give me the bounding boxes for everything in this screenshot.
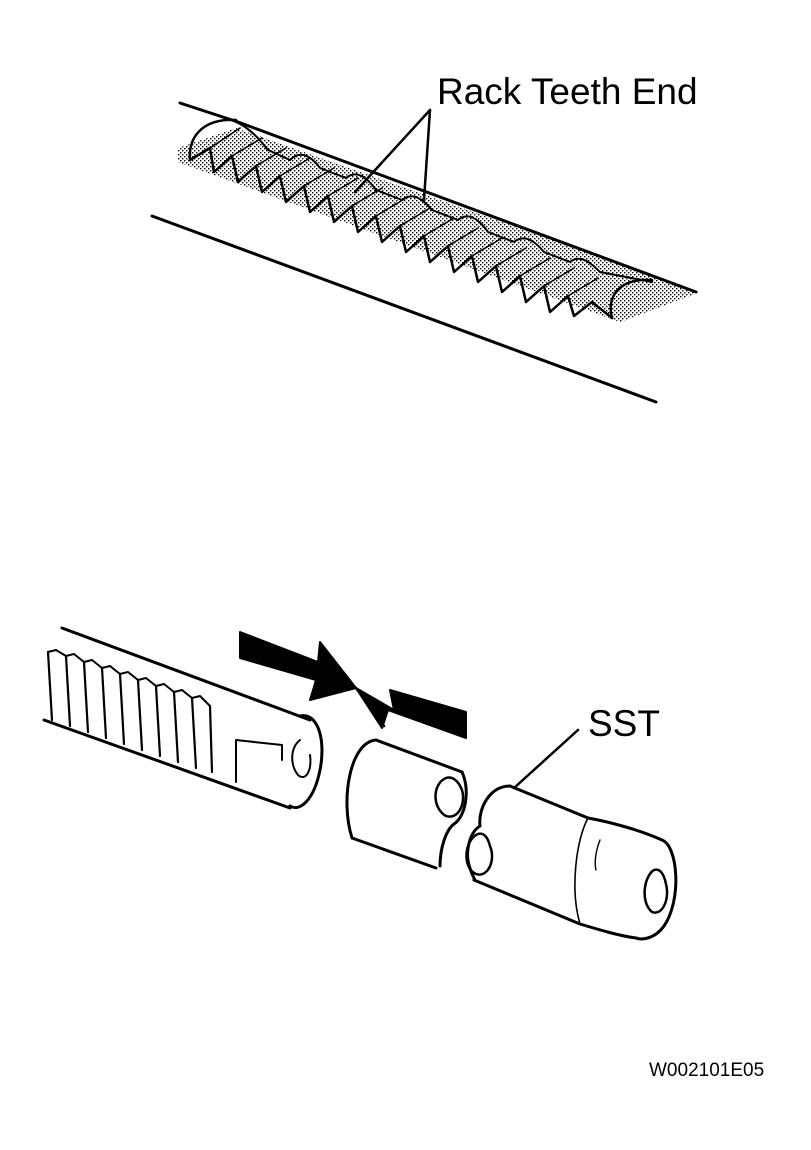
rack-teeth-end-leaders [353,108,432,202]
arrow-center-tick [354,686,386,728]
rack-end-teeth [46,649,214,774]
sleeve-outline [345,738,464,870]
rack-teeth-left-end [188,118,238,162]
sst-leader [512,728,580,790]
sleeve-end-face [438,770,468,868]
rack-teeth-end-label: Rack Teeth End [437,71,698,112]
rack-end-face [288,714,324,809]
arrow-right-icon [239,631,357,701]
rack-end-slot [291,739,312,778]
sleeve-piece [345,738,468,870]
arrow-left-icon [355,687,467,739]
sleeve-hole [434,776,465,818]
sst-right-hole [643,868,669,914]
sst-upper-edge [508,784,664,842]
sst-shade-line [594,839,601,871]
rack-end-lower-edge [42,718,292,810]
rack-end-upper-edge [60,626,312,722]
sst-lower-edge [472,878,638,940]
sst-left-hole [465,832,494,876]
rack-bar-upper-edge [178,101,698,294]
rack-teeth-shading [178,128,700,322]
sst-right-face [634,838,678,941]
sst-label: SST [588,703,660,744]
assembly-arrows [239,631,467,739]
rack-bar-top [150,101,700,404]
rack-teeth-root-line [235,121,653,283]
figure-code: W002101E05 [649,1060,764,1081]
rack-tooth-flanks [209,127,599,297]
rack-bar-lower-edge [150,214,658,404]
rack-end-bottom [42,626,324,810]
sst-tool [465,784,678,941]
sst-taper-line [574,817,589,925]
rack-end-flat [235,739,283,783]
